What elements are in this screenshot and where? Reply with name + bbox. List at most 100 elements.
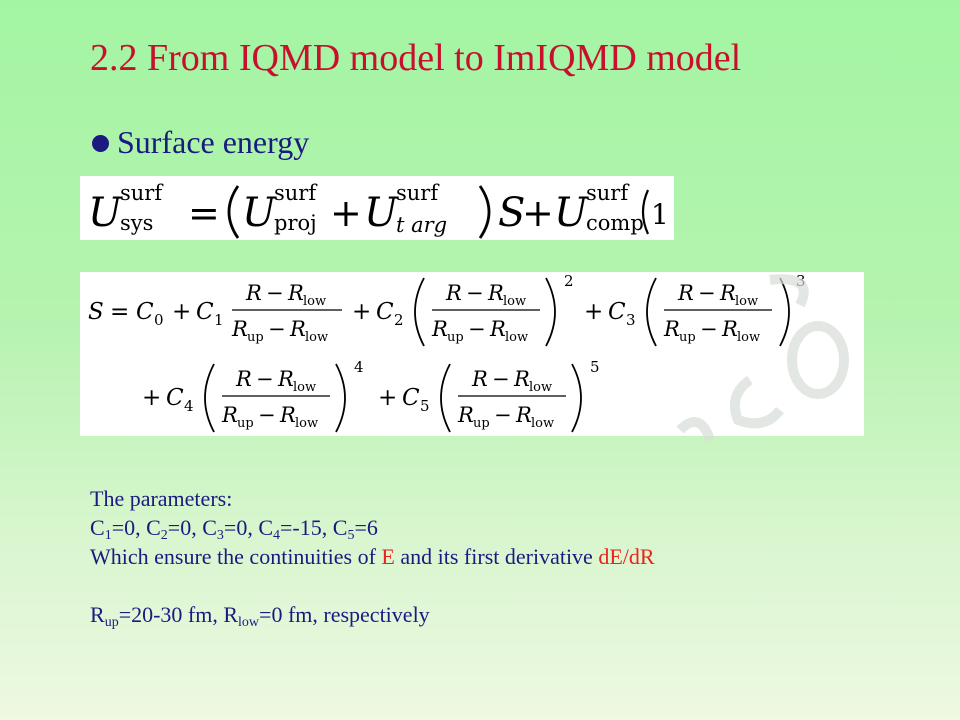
poly-plus-4: + [142,385,161,411]
formula1-open-paren-2 [641,189,650,235]
svg-text:up: up [247,330,264,345]
svg-text:−: − [492,367,510,391]
poly-C3: C [608,299,626,325]
svg-text:−: − [700,317,718,341]
svg-text:up: up [473,416,490,431]
formula1-plus-2: + [522,191,554,235]
poly-fraction-3: R − R low R up − R low 3 [646,272,806,347]
formula1-S: S [498,190,525,236]
svg-text:R: R [677,281,694,305]
formula1-sub-proj: proj [274,211,317,235]
svg-text:5: 5 [590,358,600,376]
s-polynomial-formula-svg: S = C 0 + C 1 R − R low R up − R low + C… [88,272,806,433]
continuity-line: Which ensure the continuities of E and i… [90,544,655,569]
poly-plus-1: + [172,299,191,325]
poly-C5: C [402,385,420,411]
poly-C2: C [376,299,394,325]
poly-plus-2: + [352,299,371,325]
bullet-text: Surface energy [117,124,310,160]
formula1-sub-comp: comp [586,211,644,235]
formula1-open-paren [227,185,240,239]
svg-text:−: − [256,367,274,391]
svg-text:R: R [445,281,462,305]
coefficients-line: C1=0, C2=0, C3=0, C4=-15, C5=6 [90,513,655,543]
svg-text:R: R [277,367,294,391]
derivative-highlight: dE/dR [598,544,655,569]
parameters-heading: The parameters: [90,486,233,511]
poly-C1-idx: 1 [214,311,224,329]
svg-text:R: R [231,317,248,341]
svg-text:R: R [513,367,530,391]
formula1-U-comp: U [554,190,589,236]
svg-text:−: − [258,403,276,427]
svg-text:low: low [531,416,554,431]
svg-text:R: R [489,317,506,341]
svg-text:low: low [295,416,318,431]
svg-text:−: − [494,403,512,427]
slide-title: 2.2 From IQMD model to ImIQMD model [90,37,742,79]
parameters-block: The parameters: C1=0, C2=0, C3=0, C4=-15… [90,484,655,630]
poly-C3-idx: 3 [626,311,636,329]
svg-text:R: R [719,281,736,305]
svg-text:low: low [737,330,760,345]
svg-text:low: low [505,330,528,345]
formula1-sup-surf-targ: surf [396,181,440,205]
poly-equals: = [110,299,129,325]
svg-text:R: R [287,281,304,305]
poly-C1: C [196,299,214,325]
svg-text:up: up [679,330,696,345]
svg-text:low: low [529,380,552,395]
svg-text:up: up [237,416,254,431]
svg-text:low: low [735,294,758,309]
svg-text:3: 3 [796,272,806,290]
svg-text:low: low [293,380,316,395]
formula1-close-paren [478,185,491,239]
svg-text:R: R [431,317,448,341]
poly-fraction-5: R − R low R up − R low 5 [440,358,600,433]
formula1-one: 1 [651,198,669,231]
coef-c3: C3=0, [202,515,259,543]
formula1-sub-targ: t arg [396,213,447,237]
svg-text:2: 2 [564,272,574,290]
formula1-plus-1: + [330,191,362,235]
poly-C4: C [166,385,184,411]
bullet-dot-icon [92,135,109,152]
formula1-U-targ: U [364,190,399,236]
svg-text:−: − [466,281,484,305]
poly-plus-3: + [584,299,603,325]
svg-text:R: R [721,317,738,341]
svg-text:R: R [245,281,262,305]
poly-C4-idx: 4 [184,397,194,415]
svg-text:−: − [468,317,486,341]
poly-fraction-2: R − R low R up − R low 2 [414,272,574,347]
svg-text:R: R [279,403,296,427]
formula1-U-sys: U [88,190,123,236]
svg-text:low: low [305,330,328,345]
surface-energy-formula: U surf sys = U surf proj + U surf t arg … [80,176,674,240]
poly-fraction-4: R − R low R up − R low 4 [204,358,364,433]
svg-text:low: low [303,294,326,309]
formula1-sup-surf-proj: surf [274,181,318,205]
svg-text:R: R [487,281,504,305]
svg-text:low: low [503,294,526,309]
svg-text:R: R [471,367,488,391]
svg-text:R: R [289,317,306,341]
svg-text:4: 4 [354,358,364,376]
formula1-sup-surf: surf [120,181,164,205]
poly-C0-idx: 0 [154,311,164,329]
poly-fraction-1: R − R low R up − R low [231,281,342,345]
svg-text:−: − [266,281,284,305]
svg-text:R: R [515,403,532,427]
coef-c5: C5=6 [332,515,378,543]
poly-S: S [88,299,104,325]
svg-text:−: − [698,281,716,305]
s-polynomial-formula: S = C 0 + C 1 R − R low R up − R low + C… [80,272,864,436]
coef-c1: C1=0, [90,515,147,543]
energy-highlight: E [381,544,395,569]
svg-text:−: − [268,317,286,341]
poly-C2-idx: 2 [394,311,404,329]
formula1-equals: = [188,191,220,235]
poly-plus-5: + [378,385,397,411]
svg-text:R: R [457,403,474,427]
formula1-U-proj: U [242,190,277,236]
